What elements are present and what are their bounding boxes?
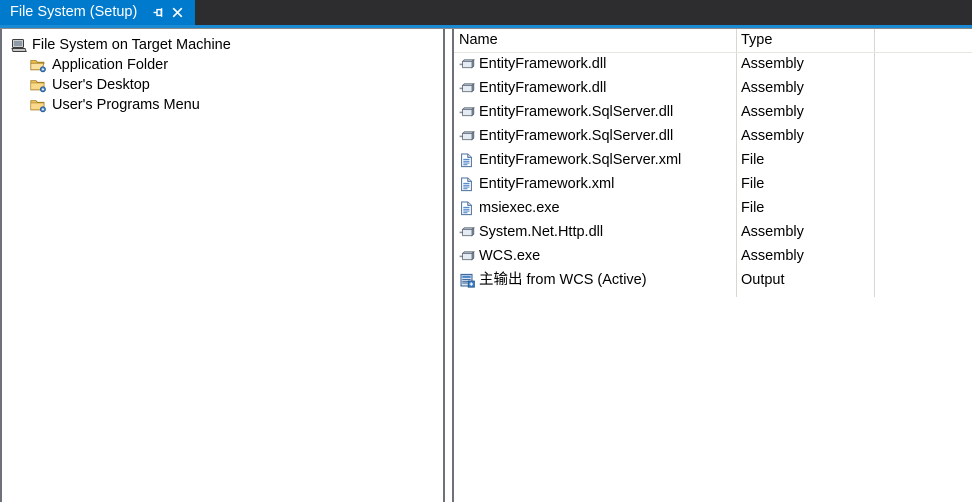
list-row[interactable]: EntityFramework.SqlServer.dll Assembly	[454, 100, 972, 124]
list-row-type: Assembly	[741, 224, 804, 240]
column-divider-type[interactable]	[874, 29, 875, 297]
document-tab-strip: File System (Setup)	[0, 0, 972, 25]
list-row[interactable]: EntityFramework.SqlServer.xml File	[454, 148, 972, 172]
tree-item-file-system-on-target-machine[interactable]: File System on Target Machine	[2, 35, 443, 55]
list-row-name-cell: 主输出 from WCS (Active)	[454, 268, 736, 292]
list-row-name: EntityFramework.xml	[479, 175, 615, 192]
tree-item-label: File System on Target Machine	[32, 37, 231, 53]
column-divider-name[interactable]	[736, 29, 737, 297]
tree-item-application-folder[interactable]: Application Folder	[2, 55, 443, 75]
list-row-type: Output	[741, 272, 785, 288]
list-row-name-cell: EntityFramework.SqlServer.dll	[454, 124, 736, 148]
list-row-name: EntityFramework.dll	[479, 76, 606, 100]
list-row-name: System.Net.Http.dll	[479, 223, 604, 240]
output-icon	[459, 272, 475, 288]
list-header-row: Name Type	[454, 29, 972, 52]
list-row[interactable]: EntityFramework.dll Assembly	[454, 76, 972, 100]
folder-open-icon	[30, 57, 47, 73]
list-row-type: Assembly	[741, 56, 804, 72]
header-rule	[454, 52, 972, 53]
list-row-name-cell: System.Net.Http.dll	[454, 220, 736, 244]
file-system-tree: File System on Target Machine Applicatio…	[2, 29, 443, 115]
tab-file-system-setup[interactable]: File System (Setup)	[0, 0, 196, 25]
tree-item-label: Application Folder	[52, 57, 169, 73]
computer-icon	[10, 37, 27, 53]
list-row-name: msiexec.exe	[479, 196, 560, 220]
list-row-name-cell: EntityFramework.xml	[454, 172, 736, 196]
tree-item-label: User's Programs Menu	[52, 97, 200, 113]
pin-icon[interactable]	[147, 0, 167, 25]
list-row-name-cell: EntityFramework.SqlServer.xml	[454, 148, 736, 172]
assembly-icon	[459, 248, 475, 264]
assembly-icon	[459, 80, 475, 96]
column-header-type[interactable]: Type	[741, 32, 773, 48]
folder-contents-pane: Name Type EntityFramework.dll	[452, 29, 972, 502]
list-row-type: File	[741, 152, 765, 168]
file-icon	[459, 152, 475, 168]
list-row-name-cell: EntityFramework.SqlServer.dll	[454, 100, 736, 124]
assembly-icon	[459, 224, 475, 240]
list-row-type: Assembly	[741, 248, 804, 264]
tab-strip-accent-rule	[0, 25, 972, 28]
tab-strip-shadow-rule	[0, 28, 972, 29]
list-row-type: Assembly	[741, 128, 804, 144]
column-header-name[interactable]: Name	[459, 32, 498, 48]
file-icon	[459, 176, 475, 192]
tree-item-users-desktop[interactable]: User's Desktop	[2, 75, 443, 95]
list-row-name-cell: msiexec.exe	[454, 196, 736, 220]
file-icon	[459, 200, 475, 216]
list-row-name-cell: WCS.exe	[454, 244, 736, 268]
close-icon[interactable]	[167, 0, 187, 25]
list-row-name: EntityFramework.SqlServer.xml	[479, 151, 682, 168]
list-row[interactable]: System.Net.Http.dll Assembly	[454, 220, 972, 244]
list-row-name: 主输出 from WCS (Active)	[479, 268, 647, 292]
list-row-name-cell: EntityFramework.dll	[454, 52, 736, 76]
pane-splitter[interactable]	[445, 29, 452, 502]
list-row-type: Assembly	[741, 104, 804, 120]
list-row-type: Assembly	[741, 80, 804, 96]
list-row[interactable]: 主输出 from WCS (Active) Output	[454, 268, 972, 292]
file-system-tree-pane: File System on Target Machine Applicatio…	[0, 29, 445, 502]
list-row-name-cell: EntityFramework.dll	[454, 76, 736, 100]
list-row[interactable]: WCS.exe Assembly	[454, 244, 972, 268]
assembly-icon	[459, 104, 475, 120]
tab-strip-empty-area	[195, 0, 972, 25]
list-row-name: EntityFramework.SqlServer.dll	[479, 124, 673, 148]
list-row-type: File	[741, 200, 765, 216]
list-row[interactable]: EntityFramework.SqlServer.dll Assembly	[454, 124, 972, 148]
list-row[interactable]: msiexec.exe File	[454, 196, 972, 220]
assembly-icon	[459, 128, 475, 144]
list-row[interactable]: EntityFramework.xml File	[454, 172, 972, 196]
tree-item-label: User's Desktop	[52, 77, 150, 93]
tree-item-users-programs-menu[interactable]: User's Programs Menu	[2, 95, 443, 115]
list-row-name: EntityFramework.dll	[479, 52, 606, 76]
folder-icon	[30, 77, 47, 93]
list-row-name: EntityFramework.SqlServer.dll	[479, 100, 673, 124]
list-row[interactable]: EntityFramework.dll Assembly	[454, 52, 972, 76]
assembly-icon	[459, 56, 475, 72]
list-row-name: WCS.exe	[479, 244, 540, 268]
list-row-type: File	[741, 176, 765, 192]
folder-icon	[30, 97, 47, 113]
tab-label: File System (Setup)	[10, 4, 138, 21]
folder-contents-list: Name Type EntityFramework.dll	[454, 29, 972, 297]
